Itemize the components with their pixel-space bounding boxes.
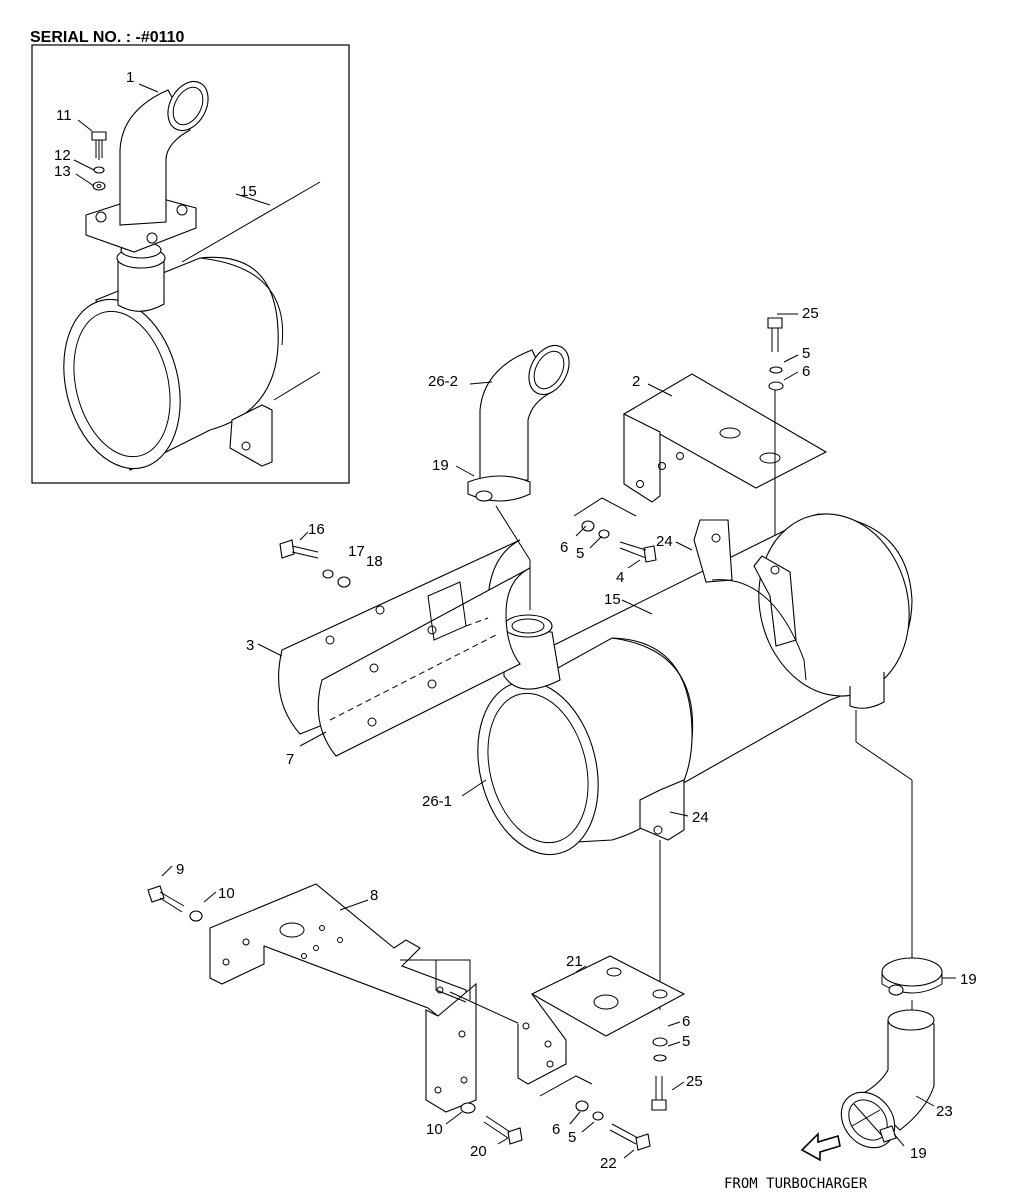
- callout-6-mid: 6: [560, 539, 568, 556]
- callout-8: 8: [370, 887, 378, 904]
- callout-5-top: 5: [802, 345, 810, 362]
- exhaust-elbow-26-2: [467, 344, 570, 610]
- callout-16: 16: [308, 521, 325, 538]
- inset-early-serial-view: [31, 44, 350, 484]
- callout-1: 1: [126, 69, 134, 86]
- callout-11: 11: [56, 107, 72, 124]
- callout-23: 23: [936, 1103, 953, 1120]
- callout-24-lower: 24: [692, 809, 709, 826]
- callout-6-top: 6: [802, 363, 810, 380]
- callout-25-top: 25: [802, 305, 819, 322]
- callout-6-lower: 6: [552, 1121, 560, 1138]
- fasteners-middle: [279, 317, 784, 588]
- turbo-elbow-23-with-clamps: [800, 957, 943, 1162]
- callout-3: 3: [246, 637, 254, 654]
- callout-17: 17: [348, 543, 365, 560]
- callout-20: 20: [470, 1143, 487, 1160]
- callout-19-bottom: 19: [910, 1145, 927, 1162]
- callout-13: 13: [54, 163, 71, 180]
- fasteners-lower: [147, 885, 668, 1151]
- callout-25-lower: 25: [686, 1073, 703, 1090]
- bracket-21: [517, 955, 686, 1097]
- callout-9: 9: [176, 861, 184, 878]
- callout-18: 18: [366, 553, 383, 570]
- callout-6-lower-right: 6: [682, 1013, 690, 1030]
- callout-19-right: 19: [960, 971, 977, 988]
- callout-labels: 1 11 12 13 15 25 5 6 2 26-2 19 16 17 18 …: [54, 69, 977, 1172]
- callout-19-upper: 19: [432, 457, 449, 474]
- support-bracket-8: [209, 883, 521, 1113]
- upper-bracket-2: [573, 373, 828, 570]
- from-turbocharger-label: FROM TURBOCHARGER: [724, 1176, 868, 1192]
- callout-26-1: 26-1: [422, 793, 452, 810]
- callout-5-lower-right: 5: [682, 1033, 690, 1050]
- heat-shields-3-7: [278, 539, 531, 757]
- callout-10-upper: 10: [218, 885, 235, 902]
- callout-5-mid: 5: [576, 545, 584, 562]
- callout-15-inset: 15: [240, 183, 257, 200]
- callout-2: 2: [632, 373, 640, 390]
- callout-4: 4: [616, 569, 624, 586]
- callout-21: 21: [566, 953, 583, 970]
- callout-12: 12: [54, 147, 71, 164]
- callout-26-2: 26-2: [428, 373, 458, 390]
- callout-15-main: 15: [604, 591, 621, 608]
- serial-number-label: SERIAL NO. : -#0110: [30, 29, 185, 46]
- callout-7: 7: [286, 751, 294, 768]
- callout-10-lower: 10: [426, 1121, 443, 1138]
- callout-5-lower: 5: [568, 1129, 576, 1146]
- callout-22: 22: [600, 1155, 617, 1172]
- muffler-assembly: [477, 513, 913, 1010]
- callout-24-upper: 24: [656, 533, 673, 550]
- leader-lines: [161, 313, 956, 1159]
